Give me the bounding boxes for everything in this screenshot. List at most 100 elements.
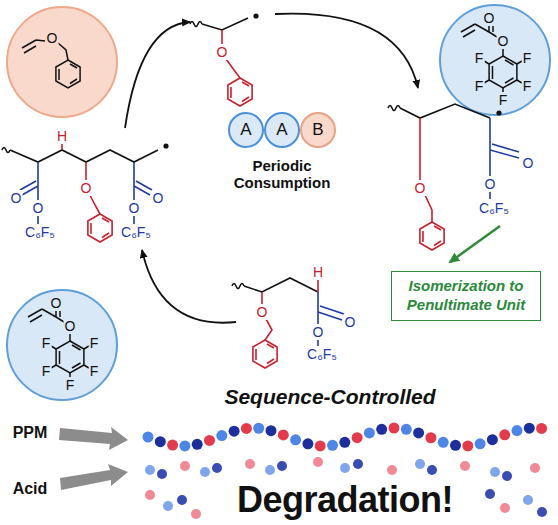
monomer-bead: [204, 435, 215, 446]
monomer-bead: [155, 436, 166, 447]
atom-label: O: [216, 44, 229, 60]
monomer-bead: [499, 429, 510, 440]
radical-chain: [2, 148, 10, 153]
polymer-chain: [232, 284, 244, 289]
node-text: Isomerization to Penultimate Unit: [400, 277, 532, 315]
atom-label: O: [46, 30, 59, 46]
radical-chain: [228, 78, 252, 106]
monomer-bead: [512, 425, 523, 436]
polymer-chain: [244, 278, 318, 292]
monomer-bead: [340, 463, 350, 473]
atom-label: O: [80, 180, 93, 196]
process-label: PPM: [12, 424, 49, 442]
monomer-bead: [245, 459, 255, 469]
monomer-bead: [180, 461, 190, 471]
monomer-circle: [440, 5, 550, 115]
radical-chain: [202, 18, 248, 30]
process-arrow: [59, 427, 128, 450]
monomer-bead: [192, 439, 203, 450]
atom-label: O: [10, 190, 23, 206]
atom-label: O: [256, 304, 269, 320]
cycle-arrow: [125, 14, 418, 323]
monomer-token: A: [264, 112, 300, 148]
monomer-bead: [523, 495, 533, 505]
atom-label: O: [50, 295, 63, 311]
monomer-bead: [475, 438, 486, 449]
atom-label: F: [41, 363, 52, 379]
monomer-bead: [427, 465, 437, 475]
monomer-bead: [265, 465, 275, 475]
atom-label: H: [312, 264, 324, 280]
atom-label: O: [128, 200, 141, 216]
radical-chain: [253, 13, 258, 18]
monomer-bead: [415, 459, 425, 469]
radical-chain: [10, 150, 158, 162]
atom-label: F: [41, 335, 52, 351]
radical-chain: [190, 22, 202, 27]
node-text: A: [276, 120, 287, 140]
monomer-bead: [425, 432, 436, 443]
monomer-bead: [376, 424, 387, 435]
atom-label: O: [32, 200, 45, 216]
radical-chain: [496, 110, 501, 115]
cycle-caption: Periodic Consumption: [229, 156, 336, 193]
acrylate-monomer: [28, 309, 89, 379]
node-text: A: [240, 120, 251, 140]
monomer-bead: [200, 467, 210, 477]
monomer-circle: [7, 290, 117, 400]
cycle-arrow: [142, 250, 236, 323]
monomer-bead: [339, 437, 350, 448]
monomer-bead: [145, 465, 155, 475]
polymer-chain: [253, 340, 277, 368]
atom-label: F: [65, 377, 76, 393]
atom-label: O: [312, 324, 325, 340]
monomer-bead: [290, 434, 301, 445]
monomer-bead: [353, 459, 363, 469]
monomer-bead: [143, 432, 154, 443]
atom-label: C₆F₅: [306, 346, 338, 362]
monomer-bead: [462, 440, 473, 451]
atom-label: O: [152, 190, 165, 206]
atom-label: F: [89, 363, 100, 379]
sequence-label: Sequence-Controlled: [223, 385, 436, 408]
monomer-bead: [313, 457, 323, 467]
atom-label: F: [522, 78, 533, 94]
vinyl-ether-monomer: [56, 60, 80, 88]
atom-label: F: [498, 92, 509, 108]
monomer-bead: [167, 440, 178, 451]
vinyl-ether-monomer: [22, 40, 80, 88]
process-box: Isomerization to Penultimate Unit: [391, 271, 541, 321]
radical-chain: [190, 13, 259, 106]
atom-label: O: [483, 10, 496, 26]
monomer-bead: [487, 434, 498, 445]
cycle-arrow: [275, 14, 418, 88]
radical-chain: [388, 106, 400, 111]
monomer-bead: [401, 424, 412, 435]
monomer-bead: [302, 438, 313, 449]
monomer-bead: [177, 495, 187, 505]
monomer-bead: [266, 425, 277, 436]
atom-label: C₆F₅: [24, 224, 56, 240]
radical-chain: [420, 222, 444, 250]
radical-chain: [88, 214, 112, 242]
monomer-bead: [212, 463, 222, 473]
process-arrow: [60, 464, 128, 490]
monomer-bead: [179, 440, 190, 451]
monomer-circle: [7, 7, 117, 117]
atom-label: C₆F₅: [120, 224, 152, 240]
monomer-bead: [145, 490, 155, 500]
monomer-bead: [163, 501, 173, 511]
atom-label: O: [484, 176, 497, 192]
monomer-bead: [537, 507, 547, 517]
monomer-bead: [500, 503, 510, 513]
atom-label: O: [64, 318, 77, 334]
monomer-bead: [364, 427, 375, 438]
monomer-bead: [485, 489, 495, 499]
monomer-bead: [536, 423, 547, 434]
radical-chain: [420, 118, 432, 222]
monomer-bead: [413, 427, 424, 438]
monomer-bead: [524, 423, 535, 434]
atom-label: O: [497, 33, 510, 49]
monomer-bead: [229, 426, 240, 437]
atom-label: F: [474, 78, 485, 94]
